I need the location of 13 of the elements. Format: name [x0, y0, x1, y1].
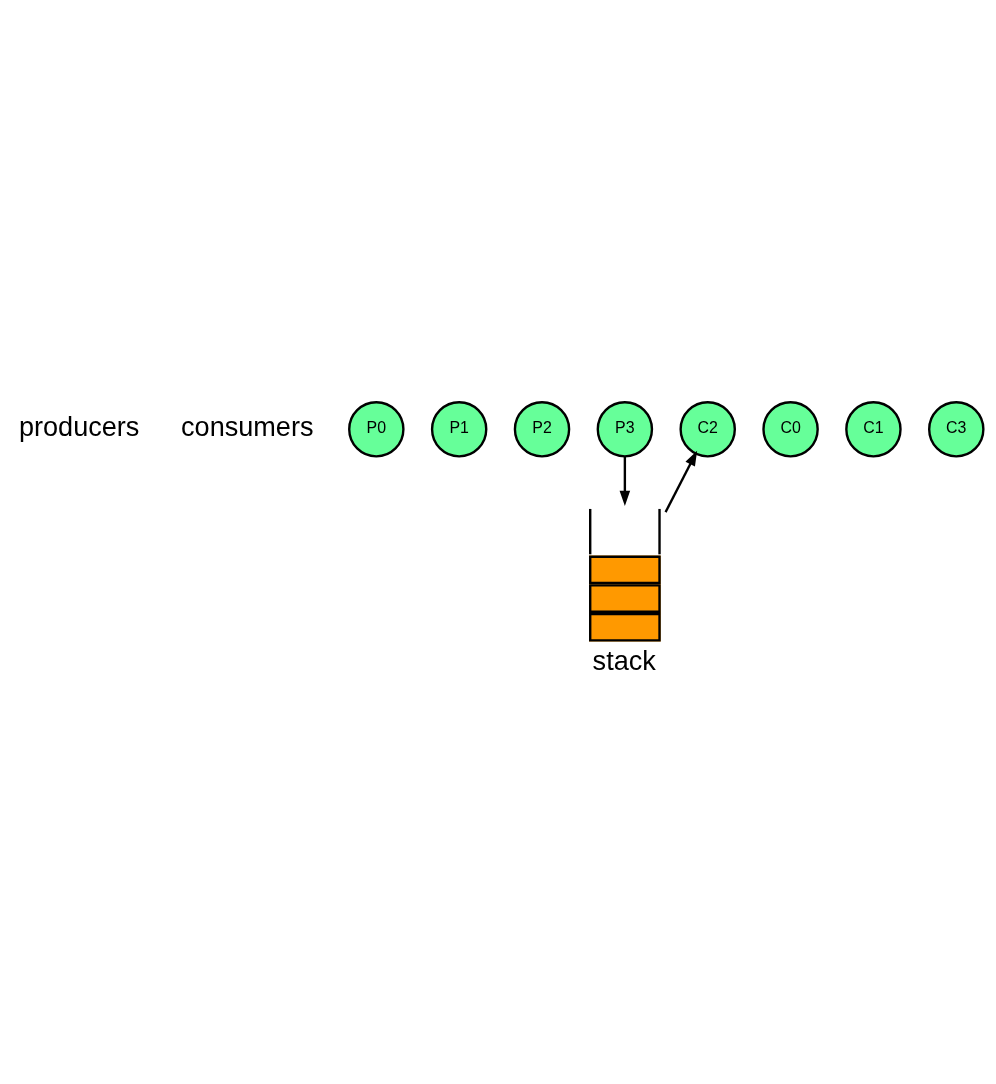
node-circle: P2: [513, 401, 571, 458]
node-label: stack: [592, 644, 656, 676]
node-circle: C0: [762, 401, 819, 458]
node-circle: P3: [596, 401, 654, 458]
node-circle: C1: [845, 401, 902, 458]
node-circle: C3: [928, 401, 985, 458]
arrow: [619, 456, 631, 506]
node-circle: P0: [348, 401, 405, 458]
node-circle: C2: [679, 401, 736, 458]
arrow: [664, 450, 698, 513]
label: producers: [18, 411, 140, 443]
node-circle: P1: [430, 401, 488, 458]
label: consumers: [181, 411, 314, 443]
